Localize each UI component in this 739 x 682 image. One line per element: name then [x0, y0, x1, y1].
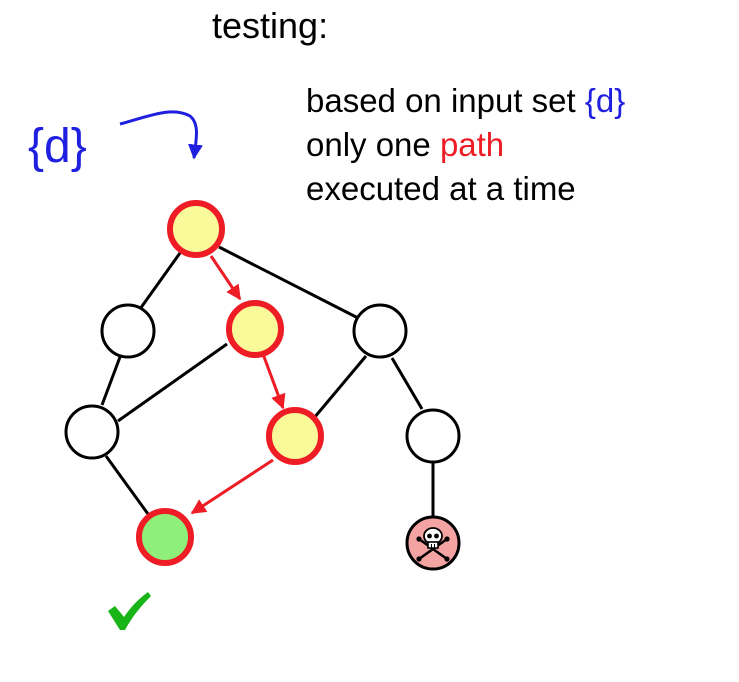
graph-edges — [100, 245, 435, 517]
node-success — [136, 508, 194, 566]
node-unvisited — [64, 404, 120, 460]
node-unvisited — [352, 303, 408, 359]
input-set-label: {d} — [28, 120, 87, 173]
node-root-visited — [167, 200, 225, 258]
path-arrow — [190, 458, 274, 515]
edge — [218, 245, 361, 321]
description-line-1: based on input set {d} — [306, 82, 625, 119]
path-arrow — [261, 353, 286, 410]
edge — [312, 355, 368, 419]
page-title: testing: — [212, 5, 328, 46]
skull-crossbones-icon — [416, 527, 450, 562]
node-visited — [266, 407, 324, 465]
graph-nodes — [64, 200, 461, 571]
description-line-2: only one path — [306, 126, 504, 163]
edge — [138, 252, 182, 310]
description-input-highlight: {d} — [585, 82, 625, 119]
description-line-2-text: only one — [306, 126, 440, 163]
executed-path — [190, 255, 286, 515]
checkmark-icon — [108, 592, 151, 630]
edge — [117, 342, 228, 423]
edge — [100, 356, 122, 406]
edge — [390, 357, 424, 410]
path-arrow — [209, 255, 242, 301]
edge — [104, 455, 150, 515]
description-path-highlight: path — [440, 126, 504, 163]
node-visited — [226, 300, 284, 358]
description-line-1-text: based on input set — [306, 82, 585, 119]
description-line-3: executed at a time — [306, 170, 576, 207]
node-unvisited — [100, 303, 156, 359]
input-arrow — [119, 110, 203, 160]
node-unvisited — [405, 408, 461, 464]
